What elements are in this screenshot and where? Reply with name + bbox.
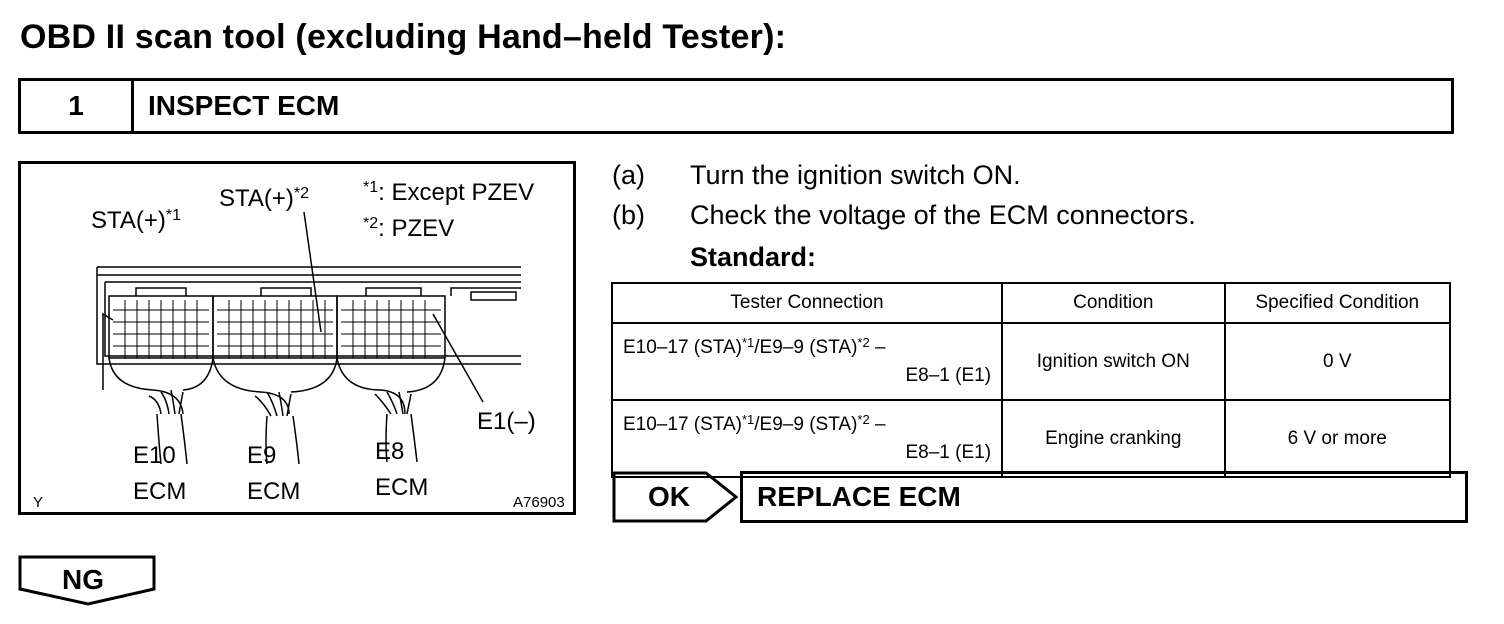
header-tester-connection: Tester Connection — [610, 282, 1004, 324]
tester-connection-cell: E10–17 (STA)*1/E9–9 (STA)*2 – E8–1 (E1) — [610, 399, 1004, 478]
e8-ecm-label: ECM — [375, 474, 429, 501]
e8-connector-label: E8 — [375, 438, 405, 465]
condition-cell: Engine cranking — [1001, 399, 1226, 478]
ok-arrow-icon — [612, 471, 739, 523]
legend-except-pzev: *1: Except PZEV — [363, 179, 535, 206]
connection-line-1: E10–17 (STA)*1/E9–9 (STA)*2 – — [623, 334, 886, 358]
e9-ecm-label: ECM — [247, 478, 301, 505]
step-title: INSPECT ECM — [148, 90, 340, 121]
connection-line-1: E10–17 (STA)*1/E9–9 (STA)*2 – — [623, 411, 886, 435]
ecm-connector-drawing — [96, 211, 521, 465]
table-row: E10–17 (STA)*1/E9–9 (STA)*2 – E8–1 (E1) … — [610, 322, 1451, 401]
ok-result: OK REPLACE ECM — [612, 471, 1468, 523]
ng-label: NG — [62, 564, 104, 595]
ng-result: NG — [18, 555, 158, 607]
condition-cell: Ignition switch ON — [1001, 322, 1226, 401]
spec-table-header-row: Tester Connection Condition Specified Co… — [610, 282, 1451, 324]
table-row: E10–17 (STA)*1/E9–9 (STA)*2 – E8–1 (E1) … — [610, 399, 1451, 478]
ecm-connector-figure: STA(+)*1 STA(+)*2 *1: Except PZEV *2: PZ… — [18, 161, 576, 515]
e10-ecm-label: ECM — [133, 478, 187, 505]
step-number: 1 — [21, 81, 134, 131]
header-specified-condition: Specified Condition — [1223, 282, 1451, 324]
sta-plus-label-2: STA(+)*2 — [219, 185, 310, 212]
step-header: 1 INSPECT ECM — [18, 78, 1454, 134]
instruction-a: (a) Turn the ignition switch ON. — [612, 160, 1021, 190]
page-title: OBD II scan tool (excluding Hand–held Te… — [20, 18, 787, 56]
specified-condition-cell: 6 V or more — [1223, 399, 1451, 478]
figure-corner-code: Y — [33, 494, 44, 511]
e1-label: E1(–) — [477, 408, 536, 435]
standard-label: Standard: — [690, 242, 817, 272]
header-condition: Condition — [1001, 282, 1226, 324]
figure-id: A76903 — [513, 494, 565, 511]
connection-line-2: E8–1 (E1) — [905, 364, 992, 386]
tester-connection-cell: E10–17 (STA)*1/E9–9 (STA)*2 – E8–1 (E1) — [610, 322, 1004, 401]
specified-condition-cell: 0 V — [1223, 322, 1451, 401]
sta-plus-label-1: STA(+)*1 — [91, 207, 182, 234]
legend-pzev: *2: PZEV — [363, 215, 455, 242]
spec-table: Tester Connection Condition Specified Co… — [610, 282, 1451, 478]
ok-label: OK — [648, 481, 690, 512]
connection-line-2: E8–1 (E1) — [905, 441, 992, 463]
e10-connector-label: E10 — [133, 442, 176, 469]
e9-connector-label: E9 — [247, 442, 277, 469]
ng-arrow-icon — [18, 555, 156, 606]
instruction-b: (b) Check the voltage of the ECM connect… — [612, 200, 1196, 230]
ok-action: REPLACE ECM — [740, 471, 1468, 523]
